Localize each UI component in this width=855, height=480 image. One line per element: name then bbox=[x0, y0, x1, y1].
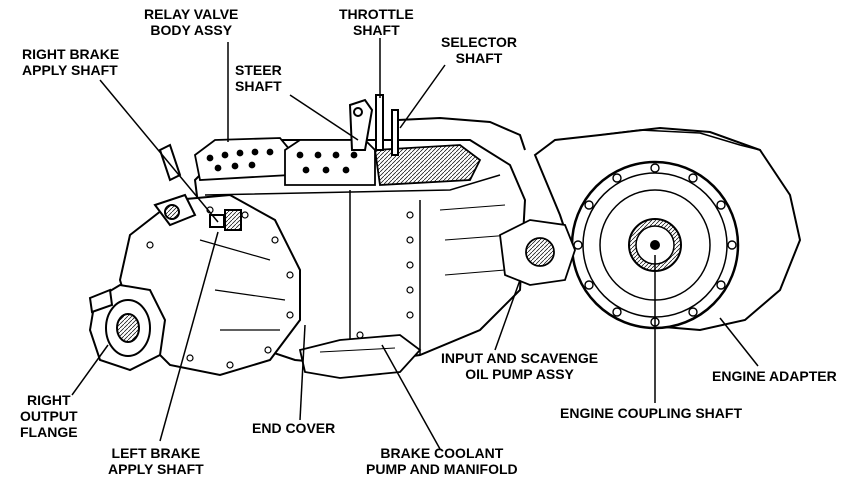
label-line: OIL PUMP ASSY bbox=[465, 366, 574, 382]
label-line: SHAFT bbox=[235, 78, 282, 94]
leader-lines bbox=[71, 38, 759, 450]
label-right-output-flange: RIGHT OUTPUT FLANGE bbox=[20, 392, 78, 440]
engine-coupling-shaft bbox=[628, 218, 682, 272]
label-line: END COVER bbox=[252, 420, 336, 436]
label-steer-shaft: STEER SHAFT bbox=[235, 62, 282, 94]
label-engine-adapter: ENGINE ADAPTER bbox=[712, 368, 837, 384]
label-input-scavenge-pump: INPUT AND SCAVENGE OIL PUMP ASSY bbox=[441, 350, 598, 382]
label-left-brake-apply-shaft: LEFT BRAKE APPLY SHAFT bbox=[108, 445, 204, 477]
label-line: PUMP AND MANIFOLD bbox=[366, 461, 518, 477]
brake-coolant-pump bbox=[298, 334, 422, 379]
relay-valve-body bbox=[194, 137, 482, 186]
label-line: STEER bbox=[235, 62, 282, 78]
label-line: INPUT AND SCAVENGE bbox=[441, 350, 599, 366]
label-engine-coupling-shaft: ENGINE COUPLING SHAFT bbox=[560, 405, 742, 421]
label-selector-shaft: SELECTOR SHAFT bbox=[441, 34, 517, 66]
label-line: THROTTLE bbox=[339, 6, 414, 22]
label-brake-coolant-pump: BRAKE COOLANT PUMP AND MANIFOLD bbox=[366, 445, 518, 477]
label-throttle-shaft: THROTTLE SHAFT bbox=[339, 6, 414, 38]
label-relay-valve-body: RELAY VALVE BODY ASSY bbox=[144, 6, 238, 38]
label-line: FLANGE bbox=[20, 424, 78, 440]
label-line: BODY ASSY bbox=[150, 22, 233, 38]
label-right-brake-apply-shaft: RIGHT BRAKE APPLY SHAFT bbox=[22, 46, 119, 78]
label-line: SHAFT bbox=[455, 50, 503, 66]
label-line: BRAKE COOLANT bbox=[380, 445, 504, 461]
label-line: RIGHT bbox=[27, 392, 71, 408]
label-line: RELAY VALVE bbox=[144, 6, 239, 22]
label-line: ENGINE COUPLING SHAFT bbox=[560, 405, 743, 421]
label-line: APPLY SHAFT bbox=[108, 461, 204, 477]
input-scavenge-pump bbox=[499, 219, 576, 286]
label-line: OUTPUT bbox=[20, 408, 78, 424]
label-line: RIGHT BRAKE bbox=[22, 46, 120, 62]
label-line: LEFT BRAKE bbox=[111, 445, 201, 461]
hydraulic-line bbox=[397, 116, 526, 151]
label-line: SHAFT bbox=[352, 22, 400, 38]
label-end-cover: END COVER bbox=[252, 420, 335, 436]
label-line: SELECTOR bbox=[441, 34, 517, 50]
label-line: APPLY SHAFT bbox=[22, 62, 118, 78]
right-output-flange bbox=[88, 283, 167, 372]
label-line: ENGINE ADAPTER bbox=[712, 368, 837, 384]
